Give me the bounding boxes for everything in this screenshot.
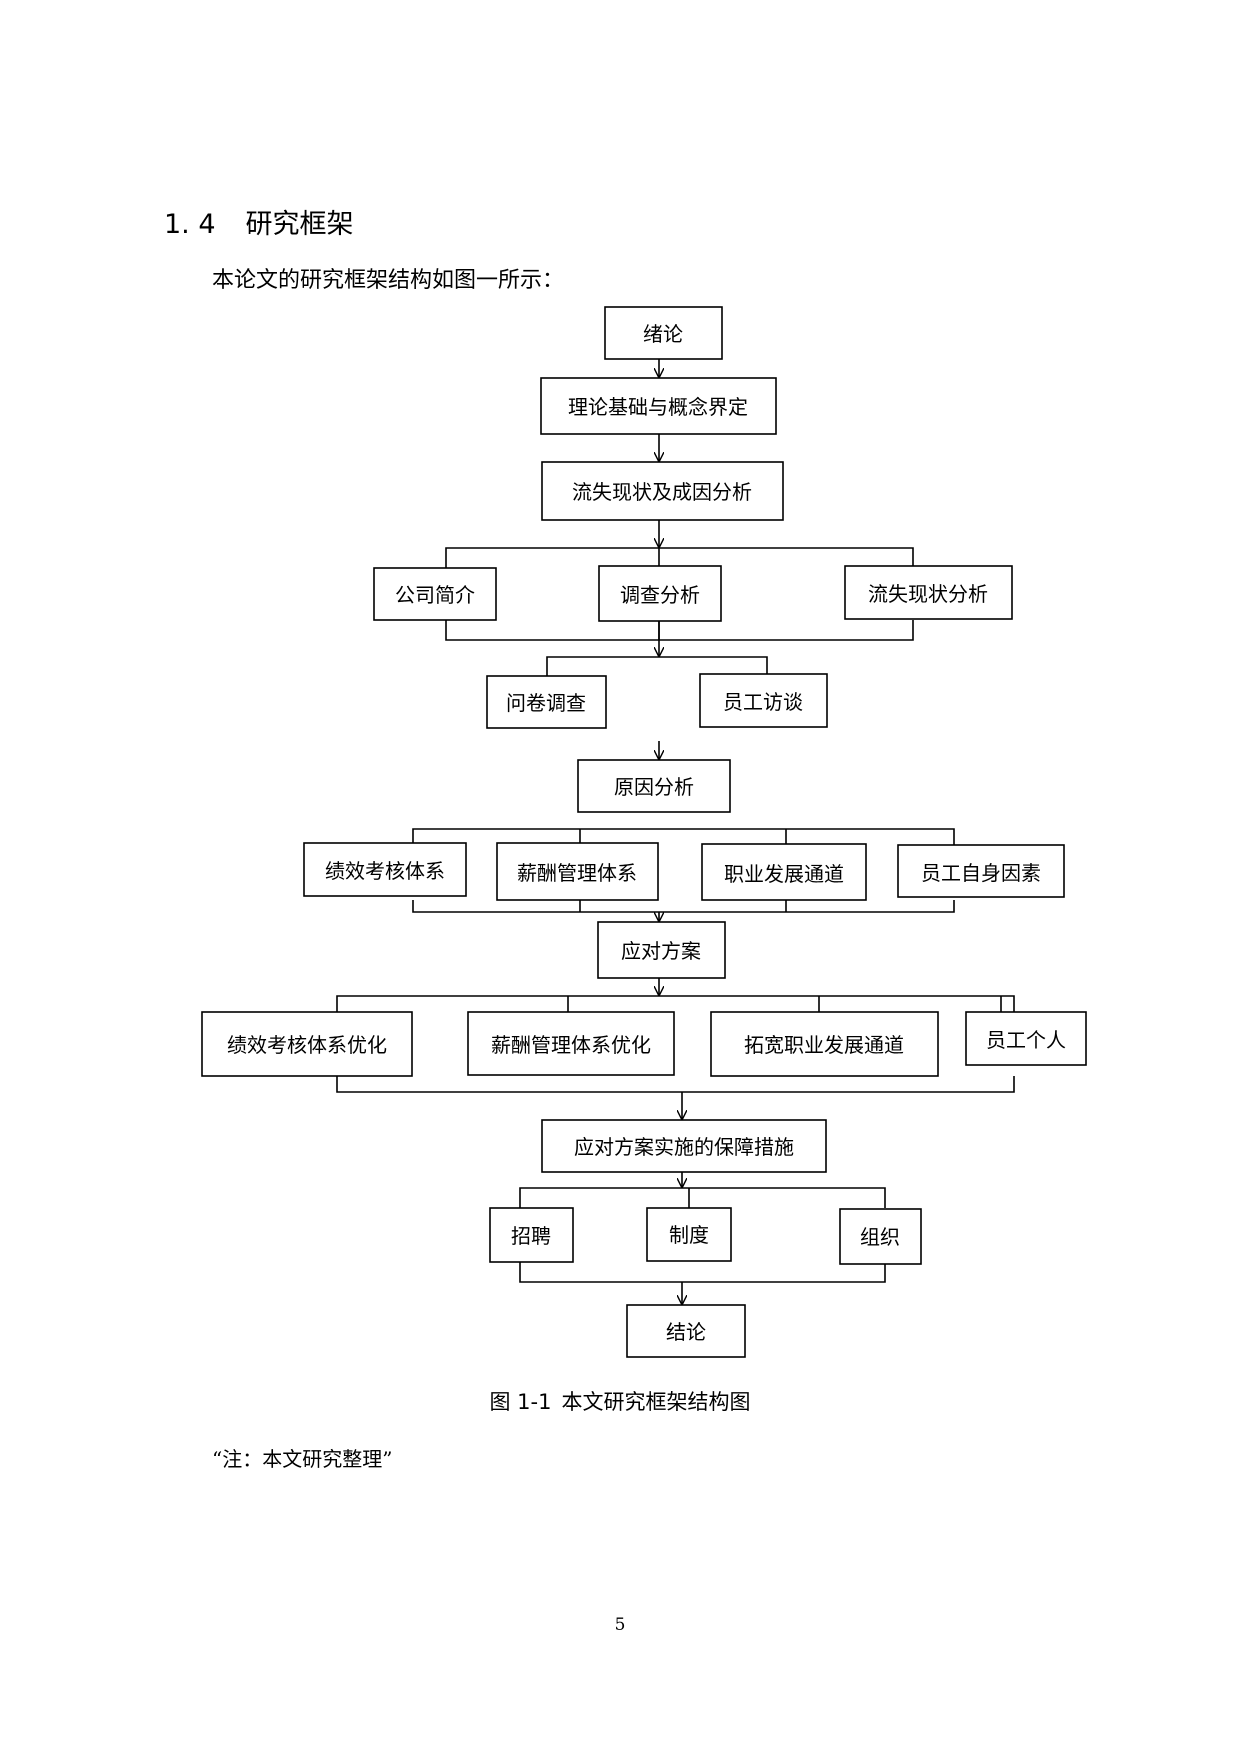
- box-status-cause-label: 流失现状及成因分析: [572, 480, 752, 504]
- box-conclusion: 结论: [626, 1304, 746, 1358]
- box-self-factor: 员工自身因素: [897, 844, 1065, 898]
- box-interview-label: 员工访谈: [723, 690, 803, 714]
- branch-bracket-top: [445, 547, 914, 568]
- branch-bracket-top: [519, 1187, 886, 1208]
- page-number: 5: [614, 1615, 626, 1635]
- box-system: 制度: [646, 1207, 732, 1262]
- branch-bracket-top: [412, 828, 955, 845]
- branch-bracket-bottom: [336, 1076, 1015, 1093]
- box-theory-label: 理论基础与概念界定: [568, 395, 748, 419]
- box-survey-analysis-label: 调查分析: [620, 583, 700, 607]
- box-conclusion-label: 结论: [666, 1320, 706, 1344]
- box-safeguards-label: 应对方案实施的保障措施: [574, 1135, 794, 1159]
- section-number: 1. 4: [164, 209, 216, 240]
- branch-bracket-bottom: [412, 900, 955, 913]
- box-loss-status: 流失现状分析: [844, 565, 1013, 620]
- box-performance-opt-label: 绩效考核体系优化: [227, 1033, 387, 1057]
- box-company-label: 公司简介: [395, 583, 475, 607]
- box-survey-analysis: 调查分析: [598, 565, 722, 622]
- box-company: 公司简介: [373, 567, 497, 621]
- branch-bracket-top: [546, 656, 768, 676]
- branch-bracket-bottom: [445, 620, 914, 641]
- source-note: “注：本文研究整理”: [212, 1447, 393, 1471]
- box-individual-label: 员工个人: [986, 1028, 1066, 1052]
- section-title: 研究框架: [245, 209, 354, 240]
- box-interview: 员工访谈: [699, 673, 828, 728]
- figure-number: 图 1-1: [489, 1390, 552, 1414]
- box-compensation-opt: 薪酬管理体系优化: [467, 1011, 675, 1076]
- branch-bracket-bottom: [519, 1262, 886, 1283]
- box-career-label: 职业发展通道: [724, 862, 844, 886]
- box-cause-analysis-label: 原因分析: [614, 775, 694, 799]
- box-recruitment-label: 招聘: [511, 1224, 551, 1248]
- box-compensation-label: 薪酬管理体系: [517, 861, 637, 885]
- box-intro: 绪论: [604, 306, 723, 360]
- box-status-cause: 流失现状及成因分析: [541, 461, 784, 521]
- box-safeguards: 应对方案实施的保障措施: [541, 1119, 827, 1173]
- box-countermeasure-label: 应对方案: [621, 939, 701, 963]
- intro-paragraph: 本论文的研究框架结构如图一所示：: [212, 268, 565, 293]
- box-compensation-opt-label: 薪酬管理体系优化: [491, 1033, 651, 1057]
- box-organization: 组织: [839, 1208, 922, 1265]
- box-self-factor-label: 员工自身因素: [921, 861, 1041, 885]
- box-performance-opt: 绩效考核体系优化: [201, 1011, 413, 1077]
- box-questionnaire: 问卷调查: [486, 675, 607, 729]
- box-questionnaire-label: 问卷调查: [506, 691, 586, 715]
- box-career-opt: 拓宽职业发展通道: [710, 1011, 939, 1077]
- box-career-opt-label: 拓宽职业发展通道: [744, 1033, 904, 1057]
- box-performance-label: 绩效考核体系: [325, 859, 445, 883]
- branch-bracket-top: [336, 995, 1015, 1012]
- box-system-label: 制度: [669, 1223, 709, 1247]
- box-individual: 员工个人: [965, 1011, 1087, 1066]
- box-performance: 绩效考核体系: [303, 842, 467, 897]
- figure-caption: 图 1-1 本文研究框架结构图: [0, 1386, 1240, 1416]
- figure-title: 本文研究框架结构图: [561, 1390, 751, 1414]
- box-theory: 理论基础与概念界定: [540, 377, 777, 435]
- box-intro-label: 绪论: [643, 322, 683, 346]
- section-heading: 1. 4 研究框架: [164, 202, 354, 241]
- box-loss-status-label: 流失现状分析: [868, 582, 988, 606]
- box-recruitment: 招聘: [489, 1207, 574, 1263]
- box-compensation: 薪酬管理体系: [496, 842, 659, 901]
- box-cause-analysis: 原因分析: [577, 759, 731, 813]
- box-career: 职业发展通道: [701, 843, 867, 901]
- box-countermeasure: 应对方案: [597, 921, 726, 979]
- box-organization-label: 组织: [860, 1225, 900, 1249]
